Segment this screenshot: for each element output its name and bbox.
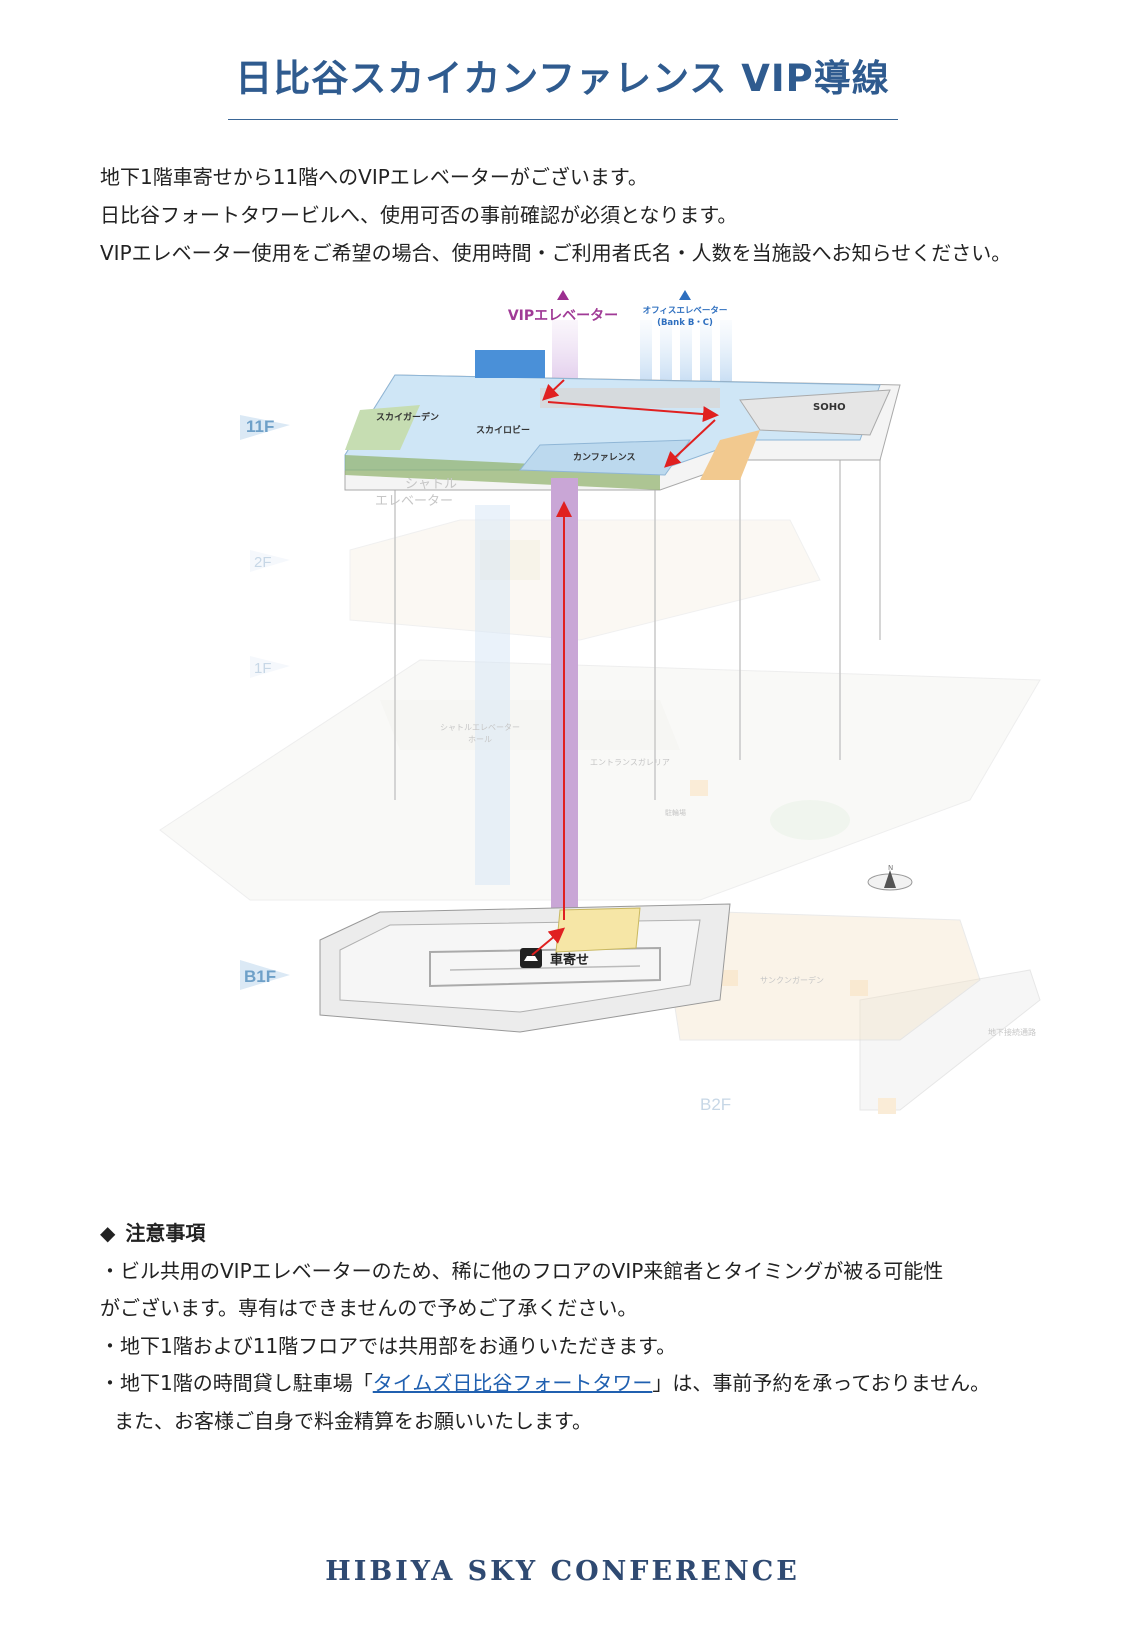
note-1-line-1: ・ビル共用のVIPエレベーターのため、稀に他のフロアのVIP来館者とタイミングが… (100, 1258, 944, 1283)
intro-text: 地下1階車寄せから11階へのVIPエレベーターがございます。 日比谷フォートタワ… (100, 158, 1011, 272)
note-3-prefix: ・地下1階の時間貸し駐車場「 (100, 1371, 373, 1395)
note-3-line-2: また、お客様ご自身で料金精算をお願いいたします。 (114, 1408, 592, 1433)
note-3: ・地下1階の時間貸し駐車場「タイムズ日比谷フォートタワー」は、事前予約を承ってお… (100, 1365, 990, 1403)
building-columns (394, 410, 881, 800)
floor-label-11f: 11F (246, 417, 274, 436)
note-2: ・地下1階および11階フロアでは共用部をお通りいただきます。 (100, 1333, 677, 1358)
vip-up-arrow-icon (557, 290, 569, 300)
vip-route-arrows (531, 379, 719, 956)
intro-line-2: 日比谷フォートタワービルへ、使用可否の事前確認が必須となります。 (100, 203, 738, 227)
label-entrance-galleria: エントランスガレリア (590, 757, 670, 767)
floor-label-b2f: B2F (700, 1095, 731, 1114)
floor-stack-illustration: 11F 2F 1F B1F B2F VIPエレベーター オフィスエレベーター (… (159, 290, 1041, 1114)
floor-label-1f: 1F (254, 660, 272, 677)
shuttle-elevator-shaft (475, 505, 510, 885)
label-shuttle-elevator-1: シャトル (405, 477, 457, 492)
floor-label-b1f: B1F (244, 967, 276, 986)
footer-logo: HIBIYA SKY CONFERENCE (325, 1556, 800, 1587)
floor-labels: 11F 2F 1F B1F B2F (240, 415, 731, 1114)
compass-north-label: N (888, 864, 893, 872)
label-sunken-garden: サンクンガーデン (760, 975, 824, 985)
notes-heading-text: 注意事項 (125, 1221, 206, 1245)
floor-b2 (859, 969, 1041, 1114)
title-underline (228, 119, 898, 120)
floor-b1-right (659, 909, 981, 1041)
label-bicycle-parking: 駐輪場 (665, 808, 686, 817)
note-3-suffix: 」は、事前予約を承っておりません。 (652, 1371, 991, 1395)
vip-route-diagram: 11F 2F 1F B1F B2F VIPエレベーター オフィスエレベーター (… (0, 280, 1125, 1180)
office-up-arrow-icon (679, 290, 691, 300)
page-title: 日比谷スカイカンファレンス VIP導線 (235, 57, 890, 100)
vip-elevator-label: VIPエレベーター (508, 308, 618, 324)
label-shuttle-hall-2: ホール (468, 735, 492, 744)
compass-icon: N (867, 864, 913, 891)
label-car-drop-off: 車寄せ (550, 952, 589, 968)
parking-link[interactable]: タイムズ日比谷フォートタワー (372, 1371, 653, 1395)
diamond-icon: ◆ (100, 1221, 116, 1245)
floor-b1 (319, 903, 731, 1033)
rooftop-equipment (475, 350, 545, 378)
label-sky-garden: スカイガーデン (376, 411, 439, 423)
label-underground-passage: 地下接続通路 (988, 1027, 1036, 1037)
floor-1f (159, 659, 1041, 901)
label-shuttle-hall-1: シャトルエレベーター (440, 723, 520, 732)
floor-2f (349, 519, 821, 641)
label-soho: SOHO (813, 402, 846, 413)
intro-line-3: VIPエレベーター使用をご希望の場合、使用時間・ご利用者氏名・人数を当施設へお知… (100, 241, 1012, 265)
label-shuttle-elevator-2: エレベーター (375, 494, 453, 509)
label-conference: カンファレンス (573, 452, 636, 463)
floor-11f (344, 350, 901, 491)
office-elevator-label-1: オフィスエレベーター (643, 305, 728, 316)
office-elevator-label-2: (Bank B・C) (657, 318, 713, 328)
label-sky-lobby: スカイロビー (476, 424, 530, 436)
intro-line-1: 地下1階車寄せから11階へのVIPエレベーターがございます。 (100, 165, 648, 189)
notes-section: ◆ 注意事項 ・ビル共用のVIPエレベーターのため、稀に他のフロアのVIP来館者と… (100, 1215, 990, 1440)
note-1-line-2: がございます。専有はできませんので予めご了承ください。 (100, 1296, 638, 1320)
notes-heading: ◆ 注意事項 (100, 1215, 990, 1253)
floor-label-2f: 2F (254, 554, 272, 571)
